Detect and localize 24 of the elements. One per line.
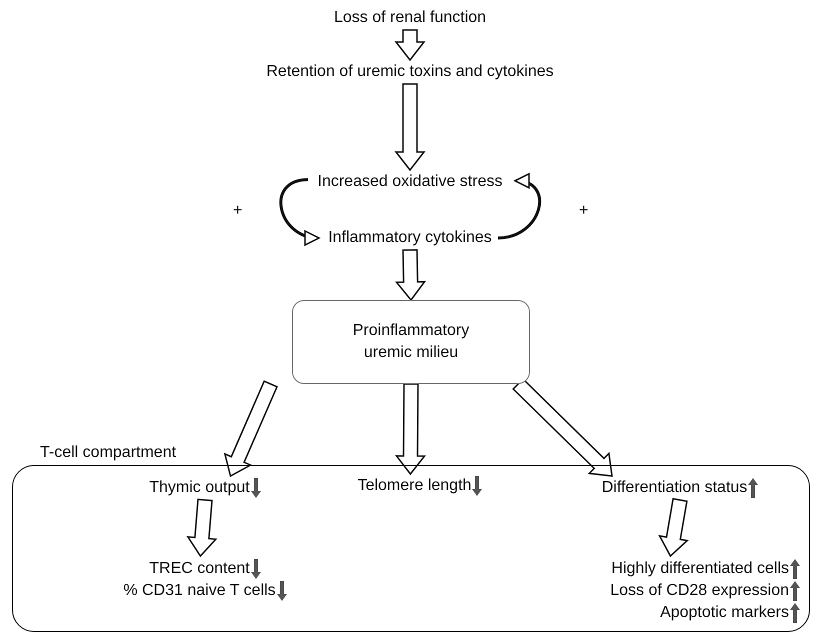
block-arrow (394, 383, 426, 476)
node-text: Telomere length (358, 476, 472, 496)
curved-arrow (279, 178, 320, 244)
node-text: Thymic output (149, 478, 250, 498)
box-text: Proinflammatory uremic milieu (352, 321, 470, 363)
node-text: Highly differentiated cells (611, 559, 789, 579)
node-text: Increased oxidative stress (318, 172, 502, 192)
node-text: Inflammatory cytokines (328, 228, 492, 248)
node-text: Loss of CD28 expression (610, 581, 789, 601)
node-text: Loss of renal function (334, 8, 486, 28)
node-text: Retention of uremic toxins and cytokines (266, 62, 554, 82)
node-text: % CD31 naive T cells (123, 581, 276, 601)
process-box (292, 300, 530, 384)
section-heading: T-cell compartment (40, 443, 176, 463)
node-text: TREC content (149, 559, 250, 579)
block-arrow (224, 380, 278, 478)
node-text: Differentiation status (602, 478, 748, 498)
curved-arrow (498, 174, 542, 240)
block-arrow (394, 29, 426, 62)
block-arrow (186, 498, 218, 558)
block-arrow (395, 249, 426, 302)
node-text: Apoptotic markers (660, 603, 789, 623)
block-arrow (394, 83, 426, 172)
block-arrow (658, 498, 689, 558)
